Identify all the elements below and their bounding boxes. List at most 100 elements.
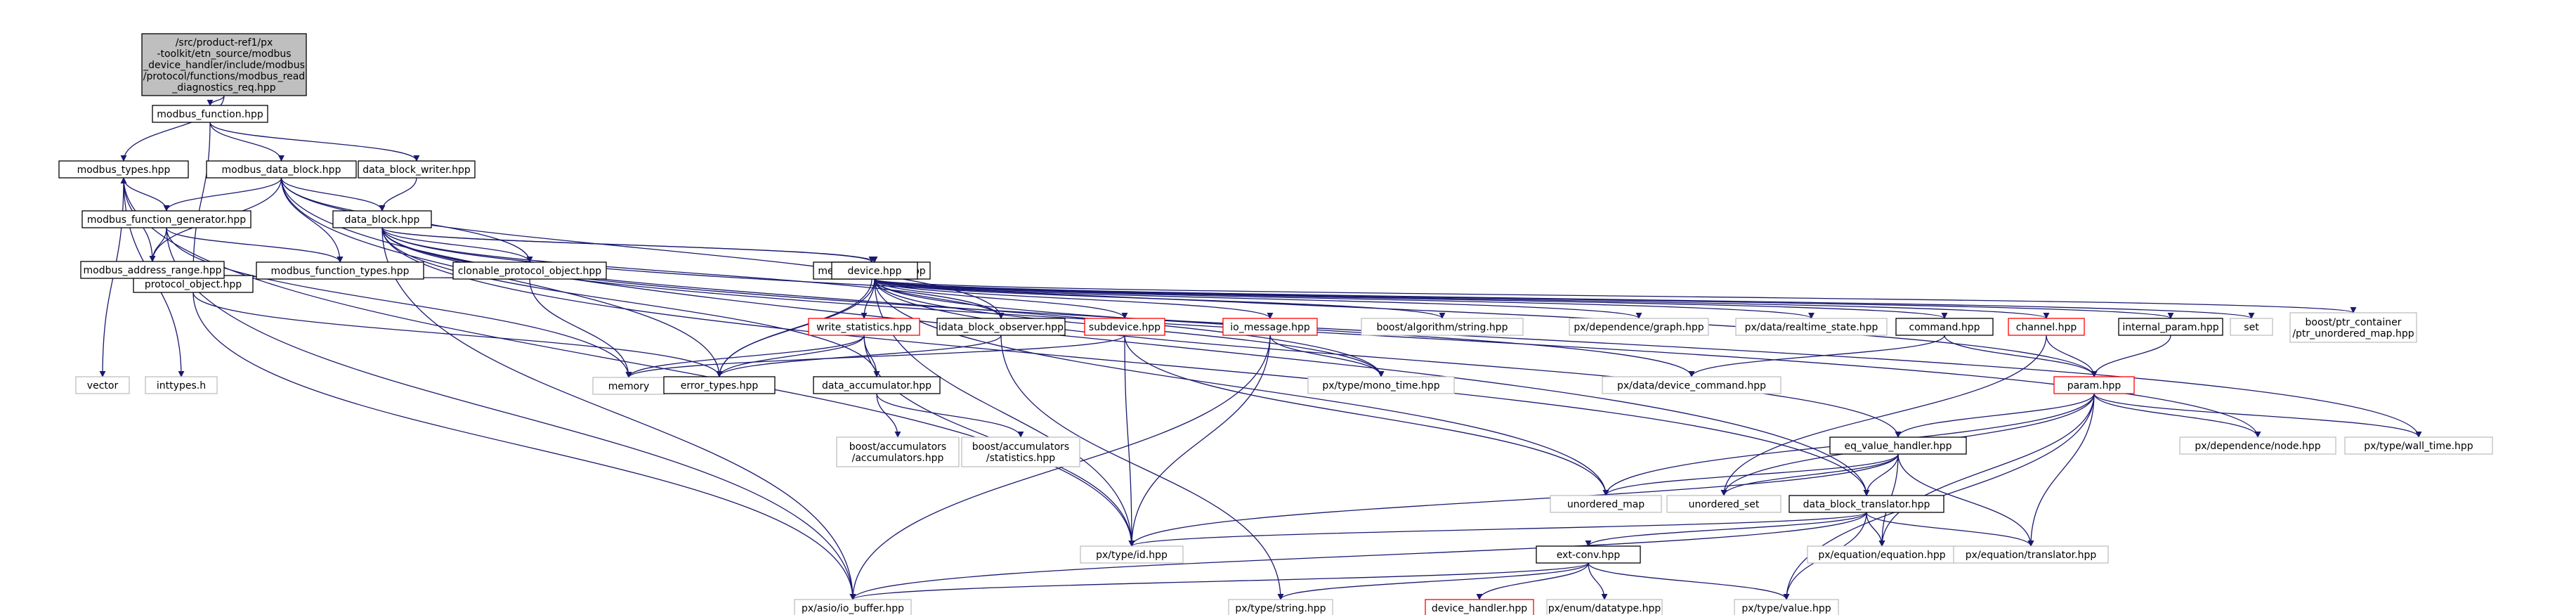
node-px_wall_time[interactable]: px/type/wall_time.hpp bbox=[2344, 436, 2493, 455]
node-subdevice-box bbox=[1084, 318, 1165, 336]
node-io_message[interactable]: io_message.hpp bbox=[1222, 318, 1318, 336]
node-subdevice-label: subdevice.hpp bbox=[1089, 322, 1160, 333]
node-data_block_translator-box bbox=[1789, 495, 1944, 513]
node-data_block_translator[interactable]: data_block_translator.hpp bbox=[1789, 495, 1944, 513]
edge-idata_block_observer-to-px_string bbox=[1000, 335, 1284, 600]
edge-device-to-eq_value_handler bbox=[874, 278, 1902, 438]
node-px_dep_graph[interactable]: px/dependence/graph.hpp bbox=[1569, 318, 1709, 336]
edge-command-to-param bbox=[1944, 335, 2098, 377]
node-eq_value_handler-box bbox=[1829, 436, 1967, 455]
node-internal_param-label: internal_param.hpp bbox=[2122, 322, 2218, 333]
node-boost_acc_acc[interactable]: boost/accumulators/accumulators.hpp bbox=[836, 436, 960, 467]
node-error_types[interactable]: error_types.hpp bbox=[663, 376, 776, 394]
node-write_statistics[interactable]: write_statistics.hpp bbox=[808, 318, 920, 336]
node-data_block_writer-box bbox=[358, 160, 476, 179]
node-data_block-box bbox=[332, 210, 432, 228]
node-modbus_types[interactable]: modbus_types.hpp bbox=[58, 160, 189, 179]
edge-device-to-boost_ptr_container bbox=[874, 278, 2356, 313]
node-subdevice[interactable]: subdevice.hpp bbox=[1084, 318, 1165, 336]
edge-channel-to-unordered_set bbox=[1720, 335, 2047, 496]
node-device[interactable]: device.hpp bbox=[831, 261, 918, 280]
edge-ext_conv-to-device_handler bbox=[1476, 562, 1589, 600]
node-px_id-box bbox=[1080, 545, 1184, 564]
node-boost_ptr_container[interactable]: boost/ptr_container/ptr_unordered_map.hp… bbox=[2289, 312, 2417, 343]
node-vector-label: vector bbox=[87, 380, 119, 391]
node-param[interactable]: param.hpp bbox=[2053, 376, 2135, 394]
node-device_handler[interactable]: device_handler.hpp bbox=[1425, 599, 1534, 615]
node-idata_block_observer-box bbox=[936, 318, 1066, 336]
node-px_value[interactable]: px/type/value.hpp bbox=[1734, 599, 1839, 615]
node-unordered_set[interactable]: unordered_set bbox=[1666, 495, 1781, 513]
edge-data_block-to-data_accumulator bbox=[381, 227, 880, 377]
edge-modbus_function_generator-to-memory bbox=[166, 227, 632, 378]
node-unordered_map[interactable]: unordered_map bbox=[1550, 495, 1662, 513]
node-ext_conv[interactable]: ext-conv.hpp bbox=[1536, 545, 1641, 564]
edge-modbus_function_generator-to-modbus_function_types bbox=[166, 227, 344, 263]
edge-data_block-to-param bbox=[381, 227, 2098, 377]
node-modbus_function_types-label: modbus_function_types.hpp bbox=[271, 266, 410, 277]
edge-data_block_translator-to-px_io_buffer bbox=[849, 512, 1867, 600]
node-modbus_function_types[interactable]: modbus_function_types.hpp bbox=[256, 261, 424, 280]
edge-data_block-to-px_io_buffer bbox=[381, 227, 856, 600]
node-modbus_function[interactable]: modbus_function.hpp bbox=[152, 105, 268, 123]
node-modbus_function_generator[interactable]: modbus_function_generator.hpp bbox=[81, 210, 251, 228]
node-px_realtime_state[interactable]: px/data/realtime_state.hpp bbox=[1735, 318, 1888, 336]
node-px_string[interactable]: px/type/string.hpp bbox=[1228, 599, 1333, 615]
node-px_id[interactable]: px/type/id.hpp bbox=[1080, 545, 1184, 564]
node-modbus_data_block[interactable]: modbus_data_block.hpp bbox=[206, 160, 357, 179]
node-modbus_function_generator-label: modbus_function_generator.hpp bbox=[87, 214, 246, 226]
node-unordered_map-label: unordered_map bbox=[1567, 499, 1645, 510]
node-set[interactable]: set bbox=[2230, 318, 2273, 336]
node-unordered_set-label: unordered_set bbox=[1689, 499, 1760, 510]
node-root-label: -toolkit/etn_source/modbus bbox=[157, 48, 291, 60]
node-modbus_address_range[interactable]: modbus_address_range.hpp bbox=[80, 261, 225, 279]
node-px_datatype[interactable]: px/enum/datatype.hpp bbox=[1546, 599, 1663, 615]
node-modbus_types-label: modbus_types.hpp bbox=[77, 164, 171, 176]
node-data_block_writer[interactable]: data_block_writer.hpp bbox=[358, 160, 476, 179]
node-data_block[interactable]: data_block.hpp bbox=[332, 210, 432, 228]
node-px_mono_time[interactable]: px/type/mono_time.hpp bbox=[1307, 376, 1455, 394]
node-px_mono_time-label: px/type/mono_time.hpp bbox=[1322, 380, 1439, 391]
node-inttypes[interactable]: inttypes.h bbox=[145, 376, 218, 394]
node-data_block-label: data_block.hpp bbox=[345, 214, 420, 226]
node-root[interactable]: /src/product-ref1/px-toolkit/etn_source/… bbox=[141, 33, 307, 96]
node-channel[interactable]: channel.hpp bbox=[2008, 318, 2085, 336]
node-px_dep_node[interactable]: px/dependence/node.hpp bbox=[2179, 436, 2336, 455]
edge-device-to-error_types bbox=[716, 278, 875, 377]
edge-modbus_function-to-protocol_object bbox=[190, 122, 211, 276]
node-clonable_protocol_object[interactable]: clonable_protocol_object.hpp bbox=[452, 261, 607, 280]
node-idata_block_observer[interactable]: idata_block_observer.hpp bbox=[936, 318, 1066, 336]
node-modbus_function_types-box bbox=[256, 261, 424, 280]
node-root-label: _device_handler/include/modbus bbox=[143, 60, 305, 71]
node-boost_acc_stat[interactable]: boost/accumulators/statistics.hpp bbox=[961, 436, 1080, 467]
node-boost_ptr_container-label: boost/ptr_container bbox=[2306, 317, 2402, 328]
node-px_realtime_state-label: px/data/realtime_state.hpp bbox=[1745, 322, 1878, 333]
node-eq_value_handler[interactable]: eq_value_handler.hpp bbox=[1829, 436, 1967, 455]
node-command[interactable]: command.hpp bbox=[1895, 318, 1994, 336]
node-param-box bbox=[2053, 376, 2135, 394]
edge-eq_value_handler-to-data_block_translator bbox=[1863, 453, 1899, 496]
edge-device-to-px_dep_graph bbox=[874, 278, 1642, 319]
edge-io_message-to-px_io_buffer bbox=[849, 335, 1271, 600]
node-command-box bbox=[1895, 318, 1994, 336]
node-vector[interactable]: vector bbox=[75, 376, 130, 394]
node-boost_alg_string[interactable]: boost/algorithm/string.hpp bbox=[1361, 318, 1524, 336]
node-eq_value_handler-label: eq_value_handler.hpp bbox=[1844, 441, 1951, 452]
node-data_accumulator[interactable]: data_accumulator.hpp bbox=[813, 376, 941, 394]
node-px_string-label: px/type/string.hpp bbox=[1235, 603, 1326, 614]
node-ext_conv-box bbox=[1536, 545, 1641, 564]
node-memory[interactable]: memory bbox=[592, 377, 665, 395]
node-px_io_buffer-label: px/asio/io_buffer.hpp bbox=[802, 603, 904, 614]
edge-data_block_translator-to-px_equation bbox=[1866, 512, 1885, 547]
node-px_equation[interactable]: px/equation/equation.hpp bbox=[1807, 545, 1957, 564]
node-boost_alg_string-box bbox=[1361, 318, 1524, 336]
node-internal_param[interactable]: internal_param.hpp bbox=[2118, 318, 2223, 336]
node-px_device_command[interactable]: px/data/device_command.hpp bbox=[1602, 376, 1781, 394]
node-px_io_buffer[interactable]: px/asio/io_buffer.hpp bbox=[794, 599, 912, 615]
node-px_value-box bbox=[1734, 599, 1839, 615]
node-vector-box bbox=[75, 376, 130, 394]
node-protocol_object[interactable]: protocol_object.hpp bbox=[133, 275, 254, 293]
node-px_translator[interactable]: px/equation/translator.hpp bbox=[1953, 545, 2109, 564]
node-param-label: param.hpp bbox=[2067, 380, 2121, 391]
